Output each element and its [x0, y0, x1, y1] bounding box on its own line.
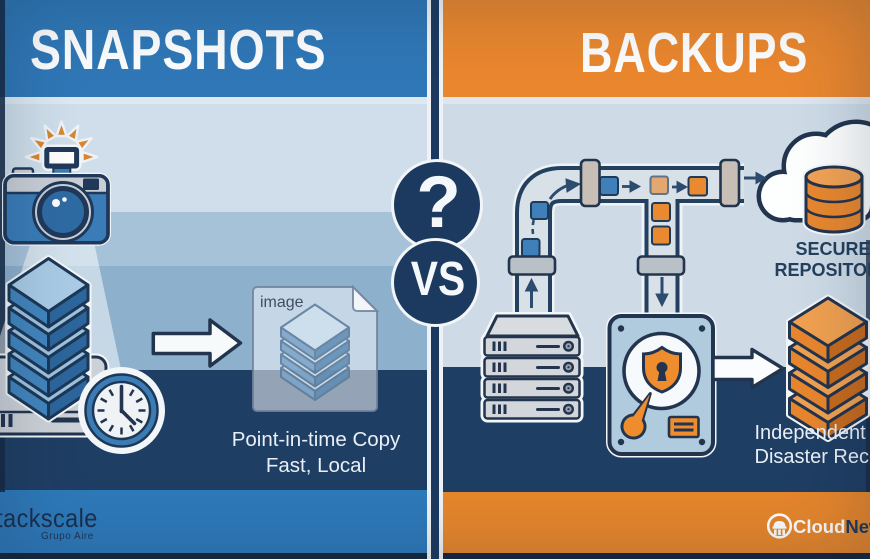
svg-text:image: image [260, 294, 304, 311]
svg-text:CloudNews: CloudNews [793, 516, 870, 537]
